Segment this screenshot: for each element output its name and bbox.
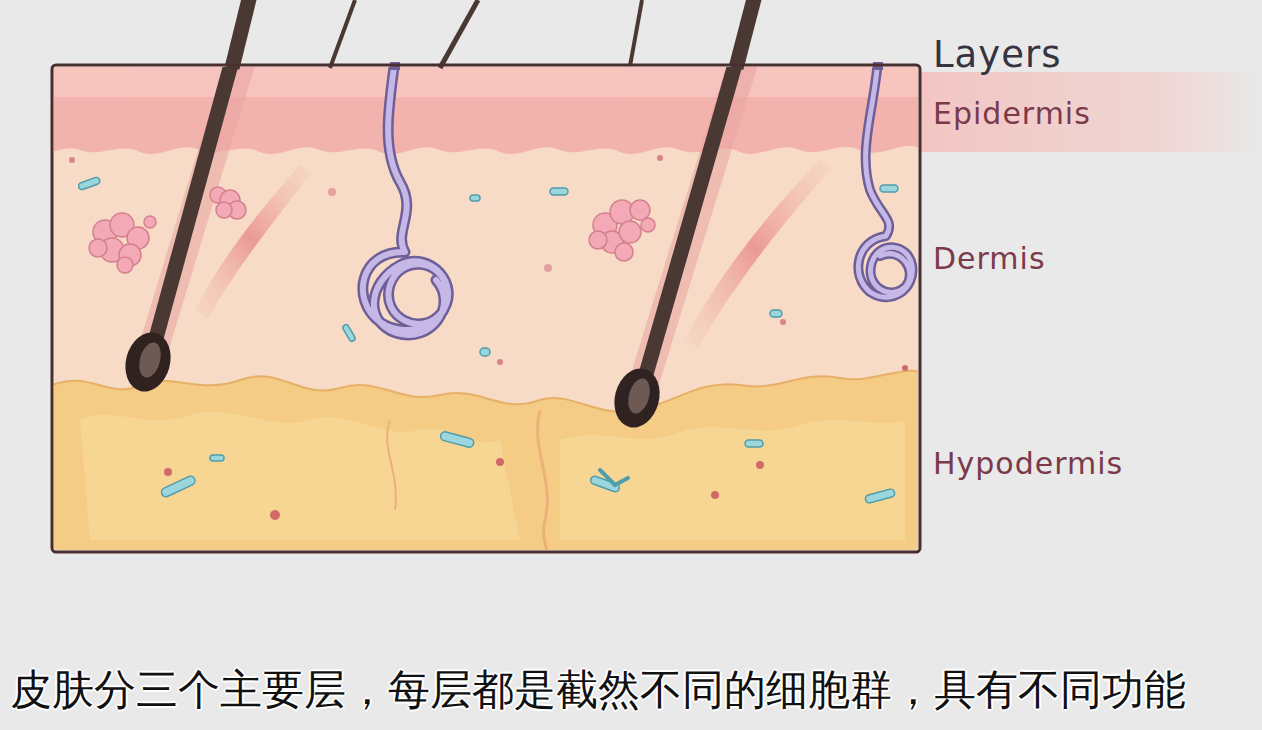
sweat-duct bbox=[858, 67, 912, 297]
vessel bbox=[160, 475, 196, 498]
vessel bbox=[880, 185, 898, 192]
sweat-duct-outline bbox=[363, 67, 448, 335]
skin-block bbox=[54, 67, 918, 550]
vessel-dot bbox=[780, 319, 786, 325]
dermis-layer bbox=[54, 67, 918, 550]
gland-lobe bbox=[216, 202, 232, 218]
hair-papilla bbox=[625, 376, 654, 416]
vessel-dot bbox=[328, 188, 336, 196]
fine-hair bbox=[440, 0, 478, 68]
vessel-dot bbox=[711, 491, 719, 499]
vessel bbox=[78, 176, 101, 190]
hair-shaft bbox=[736, 0, 755, 68]
vessel-dot bbox=[69, 157, 75, 163]
hair-papilla bbox=[136, 340, 165, 380]
vessel-dot bbox=[270, 510, 280, 520]
sweat-gland bbox=[858, 67, 912, 297]
fat-lobule bbox=[560, 420, 905, 540]
hair-bulb bbox=[608, 363, 666, 432]
hair-shaft bbox=[640, 67, 755, 395]
vessel bbox=[770, 310, 782, 317]
gland-lobe bbox=[589, 231, 607, 249]
fine-hair bbox=[330, 0, 355, 68]
vessel bbox=[600, 470, 628, 485]
vessel-dot bbox=[902, 365, 908, 371]
vessel bbox=[210, 455, 224, 461]
vessel bbox=[480, 348, 490, 356]
vessel bbox=[342, 324, 356, 343]
sweat-gland bbox=[363, 67, 448, 335]
hypodermis-layer bbox=[54, 371, 918, 550]
gland-lobe bbox=[615, 243, 633, 261]
epidermis-layer bbox=[54, 67, 918, 154]
gland-lobe bbox=[641, 218, 655, 232]
hair-follicle bbox=[119, 67, 250, 397]
vessel-dot bbox=[544, 264, 552, 272]
gland-lobe bbox=[619, 221, 641, 243]
hair-shaft bbox=[232, 0, 250, 68]
hair-shaft bbox=[150, 67, 250, 360]
skin-block-outline bbox=[52, 65, 920, 552]
legend-title: Layers bbox=[933, 33, 1061, 76]
vessel bbox=[745, 440, 763, 447]
layer-label: Hypodermis bbox=[933, 446, 1123, 481]
vessel-dot bbox=[756, 461, 764, 469]
sebaceous-gland bbox=[589, 200, 655, 261]
fat-septum bbox=[387, 420, 396, 510]
vessel bbox=[440, 431, 475, 448]
fat-lobule bbox=[80, 412, 520, 540]
sebaceous-gland bbox=[89, 213, 156, 273]
sweat-duct-outline bbox=[858, 67, 912, 297]
vessel bbox=[864, 488, 895, 503]
vessel-dot bbox=[657, 155, 663, 161]
sebaceous-gland bbox=[210, 187, 246, 219]
fat-septum bbox=[538, 410, 549, 550]
subtitle-caption: 皮肤分三个主要层，每层都是截然不同的细胞群，具有不同功能 bbox=[10, 662, 1186, 718]
sweat-duct bbox=[363, 67, 448, 335]
vessel-dot bbox=[496, 458, 504, 466]
vessel-dot bbox=[497, 359, 503, 365]
label-band bbox=[920, 72, 1262, 152]
hair-bulb bbox=[119, 327, 177, 396]
hair-follicle bbox=[608, 67, 755, 433]
layer-label: Epidermis bbox=[933, 96, 1091, 131]
fine-hair bbox=[630, 0, 642, 66]
vessel bbox=[470, 195, 480, 201]
stratum-corneum bbox=[54, 67, 918, 97]
gland-lobe bbox=[144, 216, 156, 228]
vessel-dot bbox=[164, 468, 172, 476]
vessel bbox=[550, 188, 568, 195]
gland-lobe bbox=[630, 200, 650, 220]
gland-lobe bbox=[89, 239, 107, 257]
layer-label: Dermis bbox=[933, 241, 1046, 276]
gland-lobe bbox=[117, 257, 133, 273]
